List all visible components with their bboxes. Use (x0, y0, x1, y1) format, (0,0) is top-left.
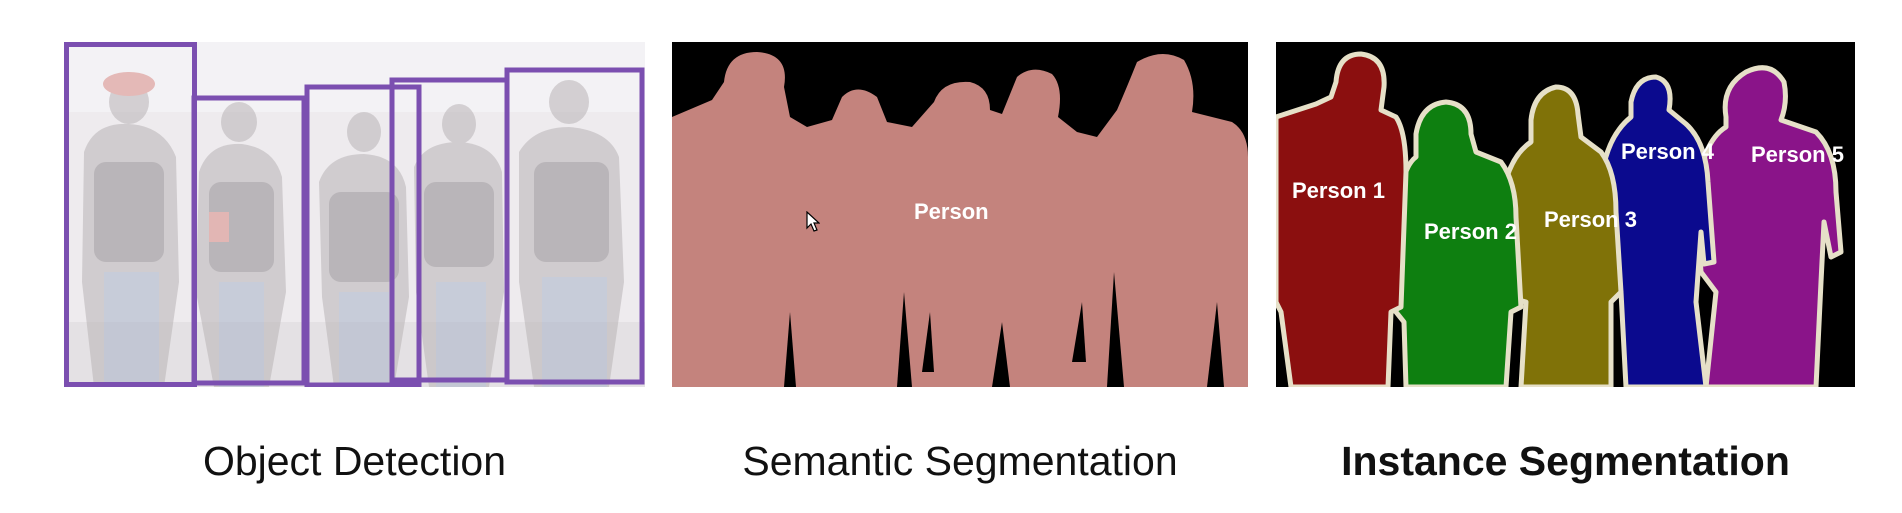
instance-mask-image (1276, 42, 1855, 387)
instance-segmentation-panel: Person 1 Person 2 Person 3 Person 4 Pers… (1276, 42, 1855, 387)
instance-label-person-3: Person 3 (1544, 207, 1637, 232)
semantic-gaps (784, 272, 1224, 387)
caption-object-detection: Object Detection (202, 438, 507, 484)
mouse-cursor-icon (806, 211, 820, 232)
instance-label-person-4: Person 4 (1621, 139, 1714, 164)
object-detection-image (64, 42, 645, 387)
bounding-box-2 (191, 95, 307, 386)
bounding-box-3 (304, 84, 422, 387)
faded-people (82, 72, 624, 387)
semantic-person-label: Person (914, 199, 989, 224)
bounding-box-5 (504, 67, 645, 385)
semantic-person-mask (672, 52, 1248, 387)
bounding-boxes (64, 42, 645, 387)
object-detection-panel (64, 42, 645, 387)
instance-label-person-1: Person 1 (1292, 178, 1385, 203)
semantic-segmentation-panel: Person (672, 42, 1248, 387)
semantic-mask-image (672, 42, 1248, 387)
instance-mask-1 (1276, 51, 1409, 387)
caption-semantic-segmentation: Semantic Segmentation (742, 438, 1178, 484)
instance-label-person-5: Person 5 (1751, 142, 1844, 167)
instance-label-person-2: Person 2 (1424, 219, 1517, 244)
caption-instance-segmentation: Instance Segmentation (1341, 438, 1790, 484)
